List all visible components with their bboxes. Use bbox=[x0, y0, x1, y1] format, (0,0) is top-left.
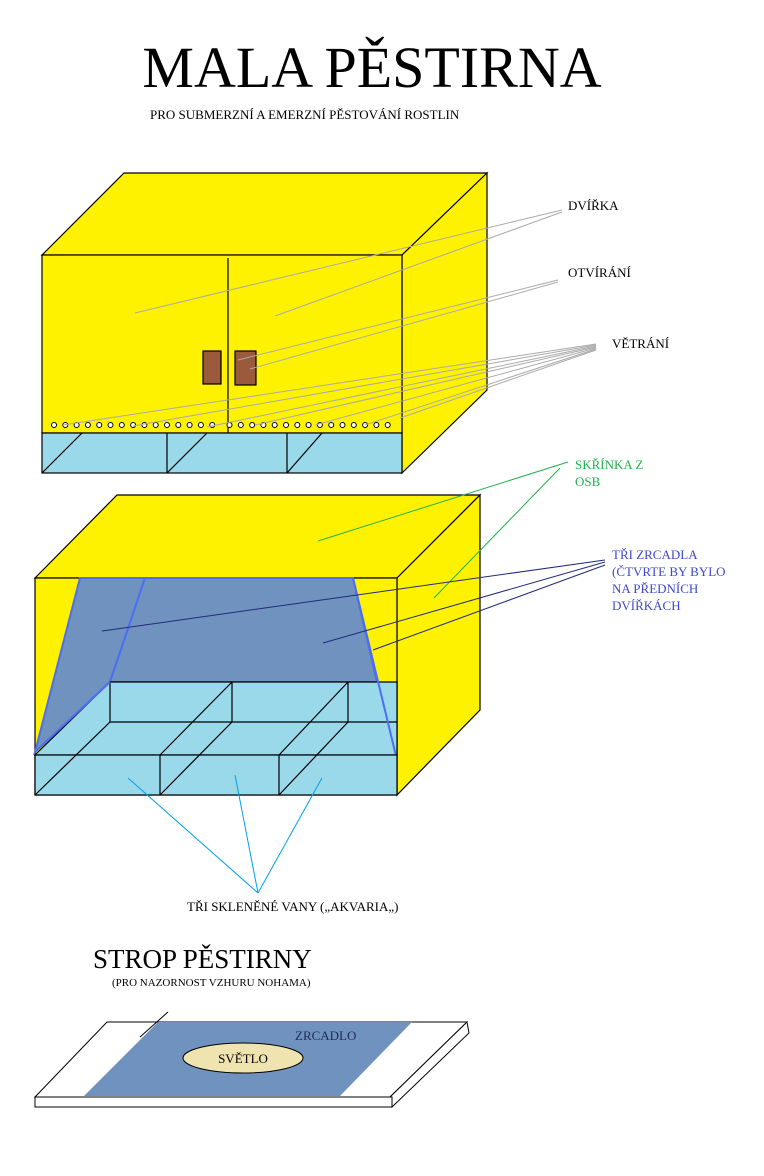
leader-lines-cabinet bbox=[317, 461, 569, 599]
label-doors: DVÍŘKA bbox=[568, 198, 619, 213]
label-opening: OTVÍRÁNÍ bbox=[568, 265, 631, 280]
light bbox=[182, 1042, 304, 1074]
label-cabinet-2: OSB bbox=[575, 474, 601, 489]
ventilation-hole bbox=[237, 422, 244, 428]
ventilation-hole bbox=[130, 422, 137, 428]
leader-lines-tanks bbox=[127, 774, 323, 894]
door-handle-left bbox=[202, 350, 222, 385]
ceiling-note: (PRO NAZORNOST VZHURU NOHAMA) bbox=[112, 977, 311, 989]
ventilation-hole bbox=[350, 422, 357, 428]
ventilation-hole bbox=[271, 422, 278, 428]
ventilation-hole bbox=[249, 422, 256, 428]
label-ventilation: VĚTRÁNÍ bbox=[612, 336, 669, 351]
label-tanks: TŘI SKLENĚNÉ VANY („AKVARIA„) bbox=[187, 899, 398, 914]
ceiling-title: STROP PĚSTIRNY bbox=[93, 944, 312, 974]
ventilation-hole bbox=[328, 422, 335, 428]
ventilation-hole bbox=[373, 422, 380, 428]
ventilation-hole bbox=[118, 422, 125, 428]
ventilation-hole bbox=[305, 422, 312, 428]
page-subtitle: PRO SUBMERZNÍ A EMERZNÍ PĚSTOVÁNÍ ROSTLI… bbox=[150, 107, 460, 122]
label-cabinet-1: SKŘÍNKA Z bbox=[575, 457, 643, 472]
leader-lines-mirrors bbox=[101, 559, 606, 651]
ventilation-hole bbox=[96, 422, 103, 428]
label-mirrors-4: DVÍŘKÁCH bbox=[612, 598, 681, 613]
ventilation-hole bbox=[186, 422, 193, 428]
ventilation-hole bbox=[107, 422, 114, 428]
label-mirrors-2: (ČTVRTE BY BYLO bbox=[612, 564, 726, 579]
label-mirrors-1: TŘI ZRCADLA bbox=[612, 547, 698, 562]
closed-cabinet bbox=[40, 171, 489, 475]
ventilation-hole bbox=[384, 422, 391, 428]
ventilation-hole bbox=[152, 422, 159, 428]
ventilation-hole bbox=[84, 422, 91, 428]
open-cabinet bbox=[33, 493, 482, 797]
mirror-back bbox=[108, 577, 379, 683]
cabinet-doors bbox=[41, 254, 403, 434]
ventilation-hole bbox=[51, 422, 57, 428]
ventilation-hole bbox=[226, 422, 233, 428]
ventilation-hole bbox=[283, 422, 289, 428]
tanks-front bbox=[34, 754, 398, 796]
page-title: MALA PĚSTIRNA bbox=[142, 35, 601, 100]
ceiling-slab bbox=[33, 1011, 470, 1108]
ventilation-hole bbox=[294, 422, 301, 428]
glass-tanks-front bbox=[41, 432, 403, 474]
ceiling-mirror-label: ZRCADLO bbox=[295, 1028, 356, 1043]
ventilation-hole bbox=[197, 422, 204, 428]
ventilation-hole bbox=[164, 422, 170, 428]
leader-lines-top bbox=[62, 209, 597, 428]
ventilation-hole bbox=[175, 422, 182, 428]
light-label: SVĚTLO bbox=[218, 1051, 268, 1066]
label-mirrors-3: NA PŘEDNÍCH bbox=[612, 581, 698, 596]
ventilation-hole bbox=[339, 422, 346, 428]
